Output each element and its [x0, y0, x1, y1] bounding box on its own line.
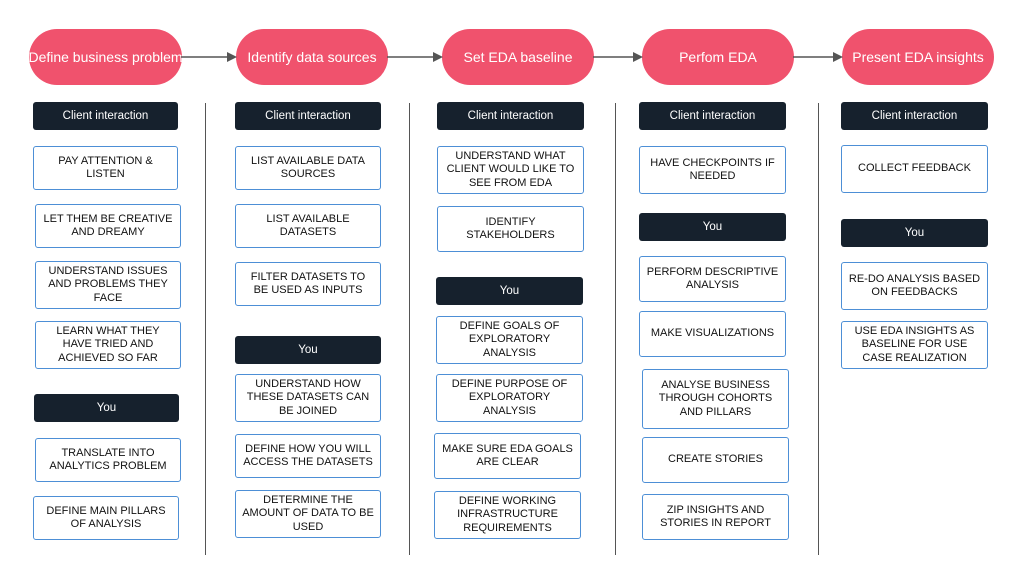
- task-card: RE-DO ANALYSIS BASED ON FEEDBACKS: [841, 262, 988, 310]
- task-card: LIST AVAILABLE DATA SOURCES: [235, 146, 381, 190]
- task-card: ZIP INSIGHTS AND STORIES IN REPORT: [642, 494, 789, 540]
- column-divider: [818, 103, 819, 555]
- task-card: COLLECT FEEDBACK: [841, 145, 988, 193]
- arrow-3: [593, 52, 643, 62]
- client-interaction-header: Client interaction: [33, 102, 178, 130]
- task-card: MAKE VISUALIZATIONS: [639, 311, 786, 357]
- column-divider: [615, 103, 616, 555]
- task-card: UNDERSTAND ISSUES AND PROBLEMS THEY FACE: [35, 261, 181, 309]
- task-card: IDENTIFY STAKEHOLDERS: [437, 206, 584, 252]
- client-interaction-header: Client interaction: [235, 102, 381, 130]
- task-card: LET THEM BE CREATIVE AND DREAMY: [35, 204, 181, 248]
- task-card: PAY ATTENTION & LISTEN: [33, 146, 178, 190]
- stage-present-eda-insights: Present EDA insights: [842, 29, 994, 85]
- task-card: HAVE CHECKPOINTS IF NEEDED: [639, 146, 786, 194]
- task-card: ANALYSE BUSINESS THROUGH COHORTS AND PIL…: [642, 369, 789, 429]
- task-card: DEFINE MAIN PILLARS OF ANALYSIS: [33, 496, 179, 540]
- stage-define-business-problem: Define business problem: [28, 29, 183, 85]
- arrow-2: [387, 52, 443, 62]
- you-header: You: [436, 277, 583, 305]
- you-header: You: [235, 336, 381, 364]
- client-interaction-header: Client interaction: [639, 102, 786, 130]
- arrow-4: [793, 52, 843, 62]
- task-card: UNDERSTAND HOW THESE DATASETS CAN BE JOI…: [235, 374, 381, 422]
- arrow-1: [181, 52, 237, 62]
- task-card: DEFINE HOW YOU WILL ACCESS THE DATASETS: [235, 434, 381, 478]
- client-interaction-header: Client interaction: [841, 102, 988, 130]
- task-card: DEFINE GOALS OF EXPLORATORY ANALYSIS: [436, 316, 583, 364]
- stage-set-eda-baseline: Set EDA baseline: [442, 29, 594, 85]
- task-card: LEARN WHAT THEY HAVE TRIED AND ACHIEVED …: [35, 321, 181, 369]
- task-card: DETERMINE THE AMOUNT OF DATA TO BE USED: [235, 490, 381, 538]
- task-card: DEFINE WORKING INFRASTRUCTURE REQUIREMEN…: [434, 491, 581, 539]
- you-header: You: [639, 213, 786, 241]
- column-divider: [409, 103, 410, 555]
- column-divider: [205, 103, 206, 555]
- task-card: DEFINE PURPOSE OF EXPLORATORY ANALYSIS: [436, 374, 583, 422]
- stage-perform-eda: Perfom EDA: [642, 29, 794, 85]
- stage-identify-data-sources: Identify data sources: [236, 29, 388, 85]
- task-card: CREATE STORIES: [642, 437, 789, 483]
- you-header: You: [841, 219, 988, 247]
- client-interaction-header: Client interaction: [437, 102, 584, 130]
- task-card: USE EDA INSIGHTS AS BASELINE FOR USE CAS…: [841, 321, 988, 369]
- you-header: You: [34, 394, 179, 422]
- task-card: MAKE SURE EDA GOALS ARE CLEAR: [434, 433, 581, 479]
- task-card: UNDERSTAND WHAT CLIENT WOULD LIKE TO SEE…: [437, 146, 584, 194]
- task-card: FILTER DATASETS TO BE USED AS INPUTS: [235, 262, 381, 306]
- task-card: TRANSLATE INTO ANALYTICS PROBLEM: [35, 438, 181, 482]
- task-card: LIST AVAILABLE DATASETS: [235, 204, 381, 248]
- task-card: PERFORM DESCRIPTIVE ANALYSIS: [639, 256, 786, 302]
